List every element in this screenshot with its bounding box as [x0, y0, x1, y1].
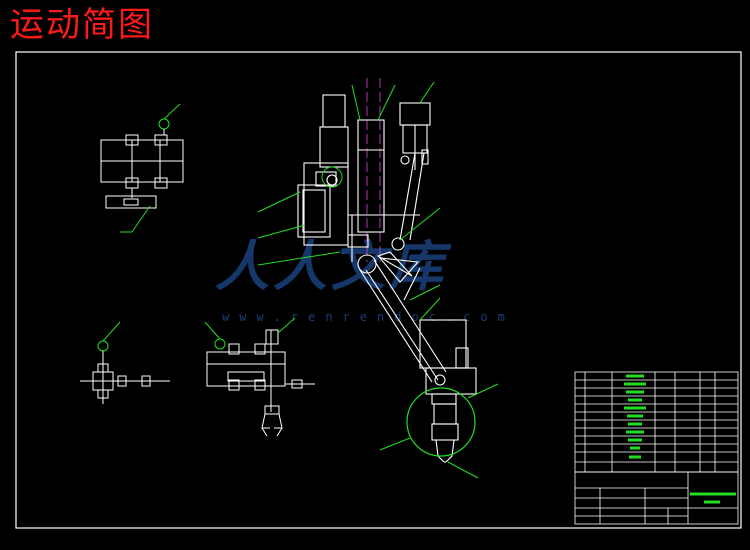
wrist-drive-module	[206, 329, 315, 412]
joint-circle	[321, 166, 343, 188]
upper-column	[297, 94, 420, 262]
title-block	[574, 471, 739, 525]
lower-housing	[419, 319, 477, 405]
wrist-drive-leaders	[204, 317, 296, 340]
gripper-small	[261, 405, 283, 437]
shoulder-joint	[357, 237, 420, 283]
main-leaders	[257, 81, 499, 479]
parts-list-text	[624, 374, 646, 459]
base-joint-leaders	[102, 321, 121, 342]
column-axis	[366, 78, 381, 262]
drawing-title: 运动简图	[10, 5, 154, 45]
gearbox-module	[100, 118, 184, 209]
gearbox-leaders	[120, 103, 181, 233]
wrist-gripper	[431, 403, 459, 463]
drawing-frame	[15, 51, 742, 529]
base-joint-module	[80, 340, 170, 404]
parts-list	[574, 371, 739, 473]
linear-actuator	[399, 102, 431, 241]
title-block-text	[690, 492, 736, 504]
detail-circle	[406, 387, 476, 457]
